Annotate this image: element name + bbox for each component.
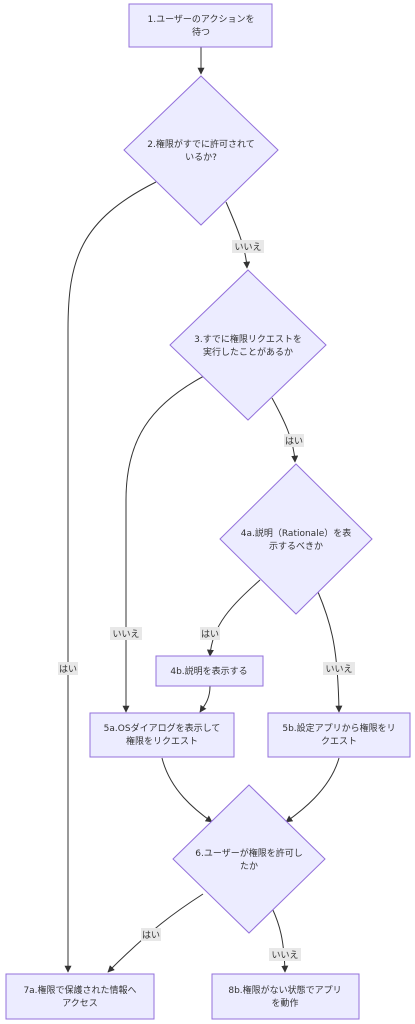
edge-n6-n7a [107, 893, 204, 973]
node-shape [169, 269, 327, 421]
node-label: 待つ [192, 26, 210, 38]
node-label: 8b.権限がない状態でアプリ [228, 984, 341, 996]
node-label: 5a.OSダイアログを表示して [104, 722, 221, 734]
edge-n4b-n5a [199, 685, 211, 713]
node-n3: 3.すでに権限リクエストを 実行したことがあるか [169, 269, 327, 421]
node-n5a: 5a.OSダイアログを表示して 権限をリクエスト [89, 712, 235, 758]
node-n8b: 8b.権限がない状態でアプリ を動作 [211, 973, 360, 1020]
node-n2: 2.権限がすでに許可されて いるか? [123, 75, 279, 226]
node-n7a: 7a.権限で保護された情報へ アクセス [5, 973, 155, 1020]
edge-label-n3-n4a: はい [284, 434, 304, 447]
edge-label-bg [232, 240, 264, 253]
edge-label-bg [323, 662, 355, 675]
edge-label-bg [200, 627, 220, 640]
edge-n2-n3 [225, 201, 251, 269]
edge-label: いいえ [234, 242, 261, 253]
edge-n5a-n6 [161, 757, 213, 823]
node-shape [123, 75, 279, 226]
edge-label: いいえ [112, 629, 139, 640]
node-label: 4b.説明を表示する [170, 665, 247, 677]
node-label: アクセス [62, 998, 98, 1009]
edge-label: はい [59, 664, 77, 675]
edges [64, 47, 343, 973]
edge-label-n4a-n5b: いいえ [323, 662, 355, 675]
edge-label-n2-n7a: はい [58, 662, 78, 675]
node-shape [219, 463, 373, 615]
edge-n4a-n4b [206, 579, 261, 657]
node-shape [172, 784, 326, 934]
node-label: を動作 [271, 997, 298, 1009]
node-n4b: 4b.説明を表示する [155, 655, 264, 687]
node-label: たか [240, 861, 258, 872]
node-shape [5, 973, 155, 1020]
edge-label-n6-n8b: いいえ [269, 948, 301, 961]
node-label: 権限をリクエスト [126, 735, 198, 747]
edge-label-bg [141, 928, 161, 941]
edge-n6-n8b [271, 907, 289, 973]
edge-label-bg [269, 948, 301, 961]
node-label: いるか? [185, 152, 217, 163]
node-label: 実行したことがあるか [203, 346, 293, 358]
edge-n5b-n6 [285, 757, 340, 823]
edge-label-n2-n3: いいえ [232, 240, 264, 253]
edge-n3-n4a [271, 397, 299, 463]
node-label: 1.ユーザーのアクションを [148, 14, 255, 25]
edge-label: はい [201, 629, 219, 640]
edge-n4a-n5b [317, 591, 343, 713]
node-shape [211, 973, 360, 1020]
node-label: クエスト [321, 736, 357, 747]
node-label: 示するべきか [269, 541, 323, 552]
node-label: 6.ユーザーが権限を許可し [195, 847, 302, 859]
edge-label: いいえ [325, 664, 352, 675]
node-shape [128, 3, 273, 48]
edge-label: いいえ [271, 950, 298, 961]
node-shape [267, 712, 411, 758]
node-shape [155, 655, 264, 687]
edge-label: はい [142, 930, 160, 941]
edge-label-bg [58, 662, 78, 675]
edge-label-bg [284, 434, 304, 447]
node-label: 4a.説明（Rationale）を表 [241, 527, 351, 539]
edge-n3-n5a [122, 375, 205, 713]
node-label: 3.すでに権限リクエストを [194, 333, 302, 345]
node-shape [89, 712, 235, 758]
node-n1: 1.ユーザーのアクションを 待つ [128, 3, 273, 48]
node-label: 2.権限がすでに許可されて [147, 138, 254, 150]
node-n4a: 4a.説明（Rationale）を表 示するべきか [219, 463, 373, 615]
edge-label: はい [285, 436, 303, 447]
edge-label-n6-n7a: はい [141, 928, 161, 941]
edge-label-n3-n5a: いいえ [110, 627, 142, 640]
node-n6: 6.ユーザーが権限を許可し たか [172, 784, 326, 934]
node-n5b: 5b.設定アプリから権限をリ クエスト [267, 712, 411, 758]
node-label: 5b.設定アプリから権限をリ [282, 722, 395, 734]
edge-label-bg [110, 627, 142, 640]
edge-n2-n7a [64, 181, 157, 973]
node-label: 7a.権限で保護された情報へ [23, 984, 136, 996]
edge-label-n4a-n4b: はい [200, 627, 220, 640]
